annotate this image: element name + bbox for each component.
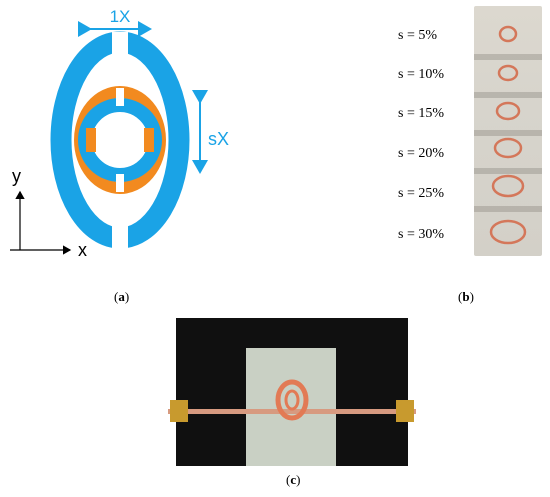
height-label: sX [208, 129, 229, 149]
sample-label-20: s = 20% [398, 146, 445, 161]
caption-b: (b) [458, 289, 474, 304]
sample-label-30: s = 30% [398, 227, 445, 242]
caption-a: (a) [114, 289, 130, 304]
board-photo [168, 318, 416, 466]
schematic-diagram: 1X sX y x [10, 7, 229, 260]
sample-label-15: s = 15% [398, 106, 445, 121]
width-label: 1X [110, 7, 131, 26]
y-axis-label: y [12, 166, 21, 186]
caption-c: (c) [286, 472, 301, 487]
sample-label-25: s = 25% [398, 186, 445, 201]
x-axis-label: x [78, 240, 87, 260]
samples-photo [474, 6, 542, 256]
sample-label-10: s = 10% [398, 67, 445, 82]
sample-label-5: s = 5% [398, 28, 438, 43]
